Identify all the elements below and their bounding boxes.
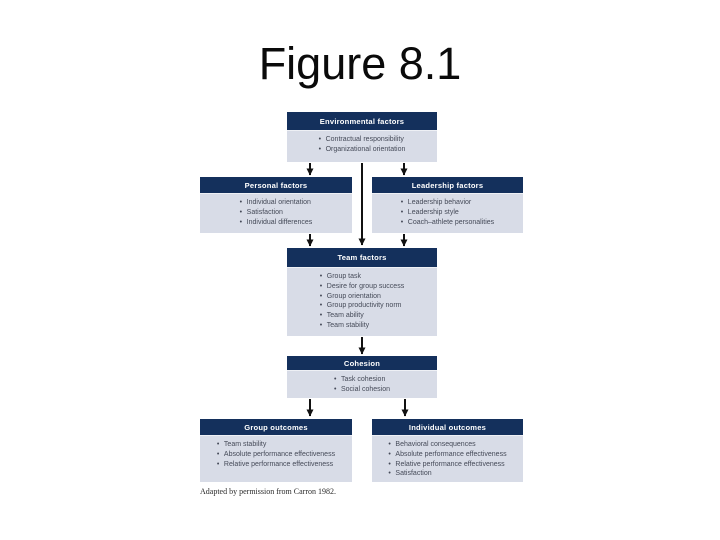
bullet-item: Satisfaction (388, 469, 506, 479)
bullet-item: Team ability (320, 311, 404, 321)
box-group-outcomes-title: Group outcomes (200, 419, 352, 436)
box-team-factors-body: Group task Desire for group success Grou… (287, 268, 437, 331)
bullet-item: Relative performance effectiveness (217, 460, 335, 470)
box-environmental-factors-title: Environmental factors (287, 112, 437, 131)
bullet-item: Satisfaction (240, 208, 313, 218)
box-team-factors: Team factors Group task Desire for group… (287, 248, 437, 336)
bullet-item: Organizational orientation (319, 145, 406, 155)
bullet-item: Task cohesion (334, 375, 390, 385)
bullet-item: Group orientation (320, 292, 404, 302)
box-group-outcomes: Group outcomes Team stability Absolute p… (200, 419, 352, 482)
bullet-item: Desire for group success (320, 282, 404, 292)
bullet-item: Group task (320, 272, 404, 282)
box-leadership-factors-body: Leadership behavior Leadership style Coa… (372, 194, 523, 227)
box-cohesion-title: Cohesion (287, 356, 437, 371)
box-individual-outcomes: Individual outcomes Behavioral consequen… (372, 419, 523, 482)
bullet-item: Coach–athlete personalities (401, 218, 494, 228)
box-personal-factors: Personal factors Individual orientation … (200, 177, 352, 233)
box-team-factors-title: Team factors (287, 248, 437, 268)
bullet-item: Team stability (217, 440, 335, 450)
bullet-item: Team stability (320, 321, 404, 331)
box-cohesion-body: Task cohesion Social cohesion (287, 371, 437, 395)
page-title: Figure 8.1 (258, 38, 462, 89)
box-group-outcomes-body: Team stability Absolute performance effe… (200, 436, 352, 469)
box-individual-outcomes-title: Individual outcomes (372, 419, 523, 436)
bullet-item: Individual differences (240, 218, 313, 228)
box-individual-outcomes-body: Behavioral consequences Absolute perform… (372, 436, 523, 479)
box-cohesion: Cohesion Task cohesion Social cohesion (287, 356, 437, 398)
box-environmental-factors: Environmental factors Contractual respon… (287, 112, 437, 162)
bullet-item: Leadership style (401, 208, 494, 218)
bullet-item: Relative performance effectiveness (388, 460, 506, 470)
bullet-item: Absolute performance effectiveness (388, 450, 506, 460)
source-credit: Adapted by permission from Carron 1982. (200, 487, 336, 496)
bullet-item: Contractual responsibility (319, 135, 406, 145)
bullet-item: Social cohesion (334, 385, 390, 395)
box-leadership-factors: Leadership factors Leadership behavior L… (372, 177, 523, 233)
bullet-item: Absolute performance effectiveness (217, 450, 335, 460)
bullet-item: Leadership behavior (401, 198, 494, 208)
bullet-item: Group productivity norm (320, 301, 404, 311)
box-personal-factors-body: Individual orientation Satisfaction Indi… (200, 194, 352, 227)
box-personal-factors-title: Personal factors (200, 177, 352, 194)
bullet-item: Individual orientation (240, 198, 313, 208)
bullet-item: Behavioral consequences (388, 440, 506, 450)
box-environmental-factors-body: Contractual responsibility Organizationa… (287, 131, 437, 155)
box-leadership-factors-title: Leadership factors (372, 177, 523, 194)
